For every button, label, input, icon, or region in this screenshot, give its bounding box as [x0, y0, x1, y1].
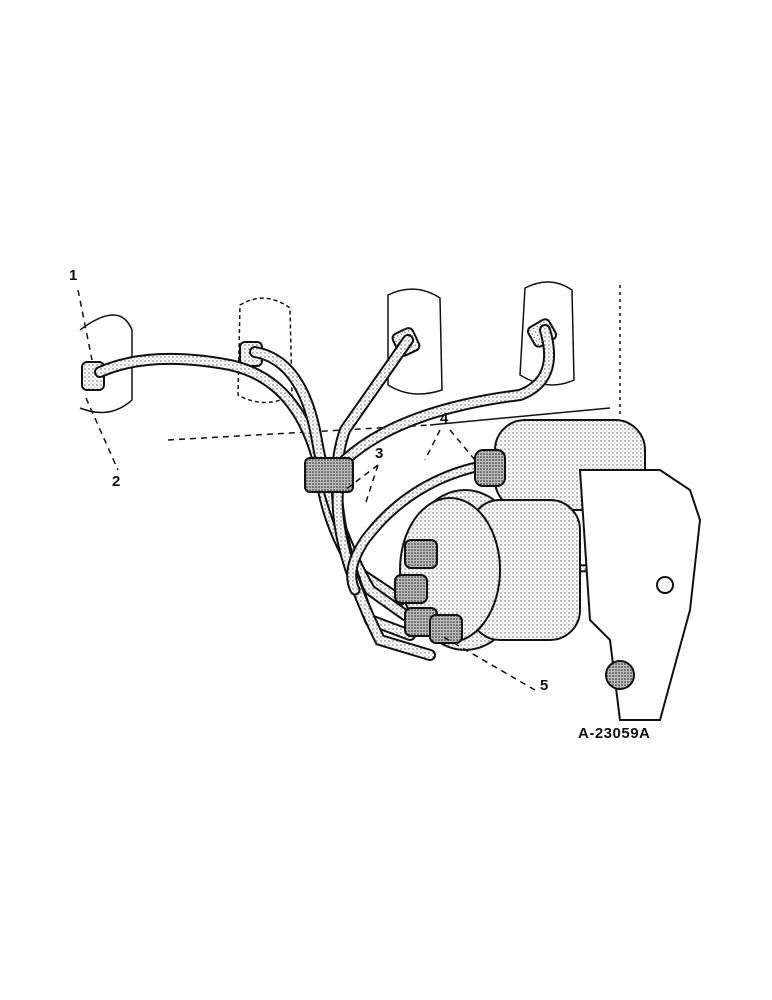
callout-3: 3 — [375, 445, 384, 462]
figure-reference-code: A-23059A — [578, 725, 651, 742]
callout-5: 5 — [540, 677, 549, 694]
callout-4: 4 — [440, 410, 449, 427]
ignition-wires — [94, 324, 664, 661]
wire-clip — [304, 457, 354, 493]
callout-1: 1 — [69, 267, 78, 284]
mounting-bracket — [578, 469, 702, 721]
callout-leaders — [77, 289, 536, 691]
callout-2: 2 — [112, 473, 121, 490]
engine-block — [167, 285, 621, 441]
distributor — [394, 489, 581, 651]
